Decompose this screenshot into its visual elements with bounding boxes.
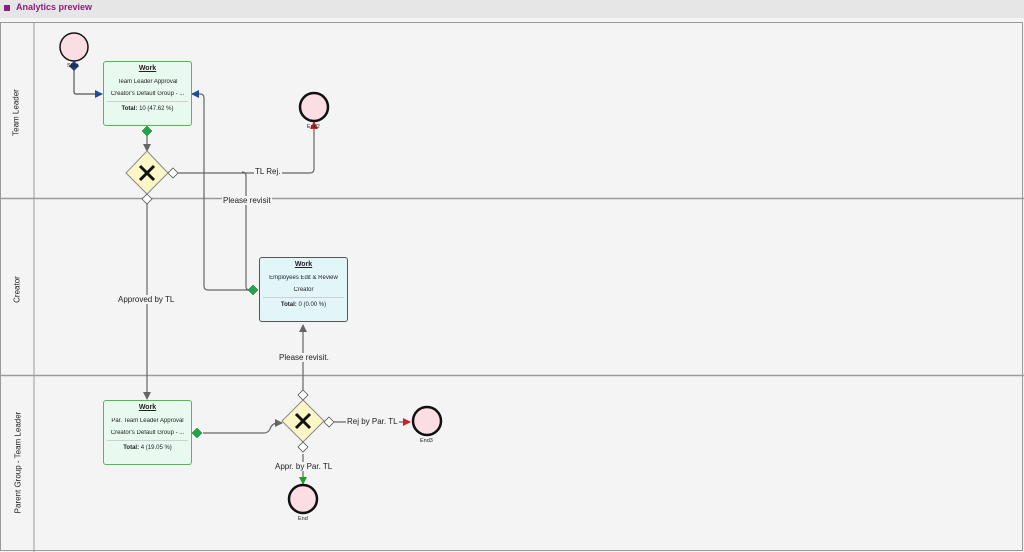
port-tl-approval: [141, 125, 153, 137]
events: [59, 32, 443, 515]
task-total-label: Total:: [280, 302, 297, 308]
gateways: [125, 150, 325, 443]
task-team-leader-approval[interactable]: Work Team Leader Approval Creator's Defa…: [103, 61, 192, 126]
edge-please-revisit: [191, 90, 253, 291]
edge-label-please-revisit: Please revisit: [222, 196, 272, 205]
task-group: Creator's Default Group - ...: [110, 91, 185, 97]
port-edit-review: [247, 284, 259, 296]
port-gw2-bottom: [297, 441, 309, 453]
edge-label-appr-by-par: Appr. by Par. TL: [274, 462, 334, 471]
task-divider: [107, 101, 188, 102]
end2-event-label: End2: [307, 124, 320, 130]
lane-label-team-leader: Team Leader: [11, 89, 21, 136]
task-title: Work: [138, 404, 157, 411]
port-gw2-top: [297, 389, 309, 401]
task-total-value: 0 (0.00 %): [298, 302, 327, 308]
task-employees-edit-review[interactable]: Work Employees Edit & Review Creator Tot…: [259, 257, 348, 322]
task-total-label: Total:: [121, 106, 138, 112]
end3-event[interactable]: [411, 405, 443, 437]
page-title: Analytics preview: [16, 2, 93, 12]
port-gw1-bottom: [141, 193, 153, 205]
app-header: Analytics preview: [0, 0, 1024, 19]
edge-label-rej-by-par: Rej by Par. TL: [346, 417, 399, 426]
gateway-2-x-icon: [294, 412, 312, 430]
task-total-label: Total:: [123, 445, 140, 451]
task-total-value: 10 (47.62 %): [139, 106, 174, 112]
task-total: Total: 10 (47.62 %): [104, 106, 191, 112]
task-total: Total: 4 (19.05 %): [104, 445, 191, 451]
port-par-approval: [191, 427, 203, 439]
header-square-icon: [4, 5, 10, 11]
port-gw1-right: [167, 167, 179, 179]
edge-label-please-revisit-dot: Please revisit.: [278, 353, 330, 362]
port-start: [69, 61, 79, 71]
start-event-label: Start: [67, 63, 79, 69]
edge-tl-rej: [178, 121, 318, 174]
gateway-1-x-icon: [138, 164, 156, 182]
end2-event[interactable]: [298, 91, 330, 123]
task-group: Creator's Default Group - ...: [110, 430, 185, 436]
lane-label-creator: Creator: [12, 276, 22, 303]
task-name: Employees Edit & Review: [269, 275, 338, 281]
start-event[interactable]: [59, 32, 89, 62]
task-divider: [107, 440, 188, 441]
ports: [69, 61, 335, 453]
lanes: [0, 22, 1024, 552]
lane-label-parent-group: Parent Group - Team Leader: [13, 411, 23, 514]
task-title: Work: [138, 65, 157, 72]
edge-label-tl-rej: TL Rej.: [254, 167, 282, 176]
pool-border: [0, 22, 1023, 551]
task-par-team-leader-approval[interactable]: Work Par. Team Leader Approval Creator's…: [103, 400, 192, 465]
port-gw2-right: [323, 416, 335, 428]
end3-event-label: End3: [420, 438, 433, 444]
edge-label-approved-by-tl: Approved by TL: [117, 295, 176, 304]
edge-revisit-path-a: [241, 171, 253, 291]
end-event-label: End: [298, 516, 308, 522]
end-event[interactable]: [287, 483, 319, 515]
diagram-canvas[interactable]: Team Leader Creator Parent Group - Team …: [0, 18, 1024, 552]
task-group: Creator: [293, 287, 314, 293]
task-total: Total: 0 (0.00 %): [260, 302, 347, 308]
edge-par-to-gateway: [203, 419, 283, 434]
task-name: Par. Team Leader Approval: [111, 418, 184, 424]
task-title: Work: [294, 261, 313, 268]
edge-start-to-tl-approval: [73, 66, 103, 98]
task-divider: [263, 297, 344, 298]
task-name: Team Leader Approval: [117, 79, 178, 85]
task-total-value: 4 (19.05 %): [140, 445, 172, 451]
